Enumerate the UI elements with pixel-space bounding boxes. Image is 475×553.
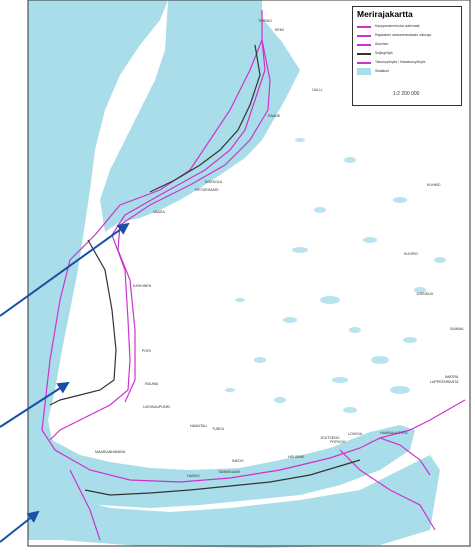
place-label-uusikaupunki: UUSIKAUPUNKI xyxy=(143,405,170,409)
place-label-imatra: IMATRA xyxy=(445,375,459,379)
place-label-joutseno: JOUTSENO xyxy=(320,436,340,440)
arrow-to-territorial-sea xyxy=(0,381,70,428)
legend-label: Talousvyöhyke / Kalastusvyöhyke xyxy=(375,60,426,64)
place-label-vaasa: VAASA xyxy=(153,210,165,214)
arrow-to-inner-boundary xyxy=(0,222,130,317)
place-label-kemi: KEMI xyxy=(275,28,284,32)
place-label-kuhmo: KUHMO xyxy=(427,183,441,187)
map-scale: 1:2 200 000 xyxy=(393,91,420,97)
place-label-pori: PORI xyxy=(142,349,151,353)
place-label-porvoo: PORVOO xyxy=(330,440,346,444)
legend-title: Merirajakartta xyxy=(357,9,413,19)
place-label-naantali: NAANTALI xyxy=(190,424,208,428)
place-label-tornio: TORNIO xyxy=(258,19,272,23)
place-label-raahe: RAAHE xyxy=(268,114,281,118)
boundary-inner-line-2 xyxy=(117,39,271,403)
annotation-arrows xyxy=(0,222,130,543)
place-label-helsinki: HELSINKI xyxy=(288,455,305,459)
legend-label: Rajakalam ulosseemmalasin ulkoraja xyxy=(375,33,431,37)
sea-area-bothnian-bay xyxy=(100,0,300,232)
place-label-lappeenranta: LAPPEENRANTA xyxy=(430,380,459,384)
place-label-kokkola: KOKKOLA xyxy=(205,180,223,184)
place-label-saimaa: SAIMAA xyxy=(450,327,464,331)
baseline-bothnian-bay xyxy=(149,44,261,193)
place-label-maarianhamina: MAARIANHAMINA xyxy=(95,450,126,454)
legend-item: Aluemeri xyxy=(357,41,461,49)
place-label-turku: TURKU xyxy=(212,427,225,431)
place-label-tammisaari: TAMMISAARI xyxy=(218,470,241,474)
legend-swatch xyxy=(357,62,371,64)
legend-label: Aluemeri xyxy=(375,42,389,46)
sea-area-bottom xyxy=(28,455,440,548)
legend-swatch xyxy=(357,68,371,75)
legend-item: Kauppamerenkulun aatemaat xyxy=(357,23,461,31)
arrow-to-open-sea xyxy=(0,510,40,543)
legend-swatch xyxy=(357,26,371,28)
territorial-sea-boundaries xyxy=(41,10,466,541)
place-label-inkoo: INKOO xyxy=(232,459,244,463)
baselines xyxy=(49,44,361,496)
map-legend: Merirajakartta Kauppamerenkulun aatemaat… xyxy=(352,6,462,106)
place-label-rauma: RAUMA xyxy=(145,382,158,386)
legend-item: Suljingrillyis xyxy=(357,50,461,58)
legend-item: Sisäaluet xyxy=(357,68,461,76)
boundary-south-line xyxy=(69,469,101,541)
boundary-southeast-line xyxy=(339,449,436,531)
place-label-joensuu: JOENSUU xyxy=(416,292,434,296)
lakes xyxy=(225,138,446,413)
place-label-pietarsaari: PIETARSAARI xyxy=(195,188,219,192)
legend-item: Rajakalam ulosseemmalasin ulkoraja xyxy=(357,32,461,40)
baseline-gulf-of-finland xyxy=(84,459,361,496)
map-frame xyxy=(27,0,471,547)
legend-label: Sisäaluet xyxy=(375,69,389,73)
place-label-hamina-kotka: HAMINA-KOTKA xyxy=(380,431,408,435)
baseline-bothnian-sea xyxy=(49,239,117,406)
boundary-outer-line xyxy=(41,10,466,483)
legend-label: Kauppamerenkulun aatemaat xyxy=(375,24,420,28)
legend-item: Talousvyöhyke / Kalastusvyöhyke xyxy=(357,59,461,67)
legend-swatch xyxy=(357,53,371,55)
boundary-east-line xyxy=(379,437,431,476)
place-label-hanko: HANKO xyxy=(187,474,200,478)
place-label-loviisa: LOVIISA xyxy=(348,432,362,436)
place-label-oulu: OULU xyxy=(312,88,322,92)
legend-swatch xyxy=(357,35,371,37)
legend-swatch xyxy=(357,44,371,46)
place-label-kuopio: KUOPIO xyxy=(404,252,418,256)
place-label-kaskinen: KASKINEN xyxy=(133,284,152,288)
legend-label: Suljingrillyis xyxy=(375,51,393,55)
